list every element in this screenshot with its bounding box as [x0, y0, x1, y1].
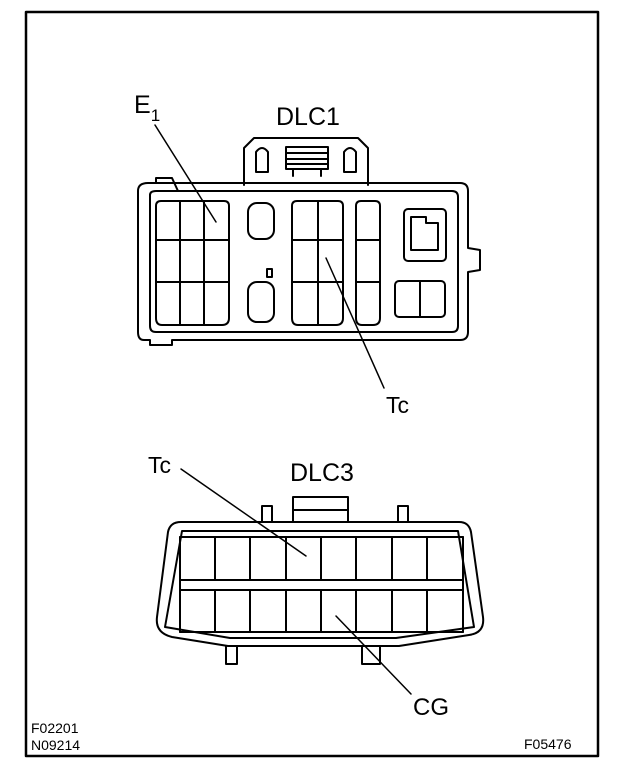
- dlc1-connector: [137, 137, 481, 346]
- dlc1-top-lip: [155, 177, 179, 192]
- dlc1-latch-right-slot: [343, 147, 357, 173]
- dlc3-bottom-left-tab: [225, 645, 238, 665]
- dlc3-inner-outline: [164, 530, 475, 639]
- dlc1-center-key: [266, 268, 273, 278]
- dlc1-latch-left-slot: [255, 147, 269, 173]
- figure-code-left-2: N09214: [31, 737, 80, 753]
- dlc3-top-left-tab: [261, 505, 273, 523]
- dlc1-body-outline: [137, 182, 481, 346]
- dlc1-right-column: [355, 200, 381, 326]
- dlc3-title: DLC3: [290, 459, 354, 487]
- dlc1-inner-outline: [149, 190, 459, 333]
- figure-code-right: F05476: [524, 736, 572, 752]
- dlc1-top-latch: [243, 137, 369, 186]
- dlc1-middle-pin-block: [291, 200, 344, 326]
- dlc3-tc-leader: [180, 468, 307, 557]
- dlc3-cg-leader: [335, 615, 412, 695]
- dlc3-top-right-tab: [397, 505, 409, 523]
- dlc3-body-outline: [155, 521, 485, 647]
- diagram-frame: [24, 10, 600, 758]
- dlc3-bottom-right-tab: [361, 645, 381, 665]
- dlc1-modular-jack: [403, 208, 447, 262]
- dlc1-center-slot-bottom: [247, 281, 275, 323]
- figure-code-left-1: F02201: [31, 720, 79, 736]
- dlc3-connector: [155, 496, 485, 665]
- dlc1-title: DLC1: [276, 103, 340, 131]
- dlc1-tc-leader: [325, 257, 385, 389]
- dlc1-tc-label: Tc: [386, 392, 409, 418]
- dlc1-e1-label: E1: [134, 91, 160, 125]
- dlc1-e1-leader: [154, 124, 217, 223]
- dlc1-left-pin-block: [155, 200, 230, 326]
- dlc3-tc-label: Tc: [148, 452, 171, 478]
- dlc1-center-slot-top: [247, 202, 275, 240]
- dlc3-cg-label: CG: [413, 694, 449, 721]
